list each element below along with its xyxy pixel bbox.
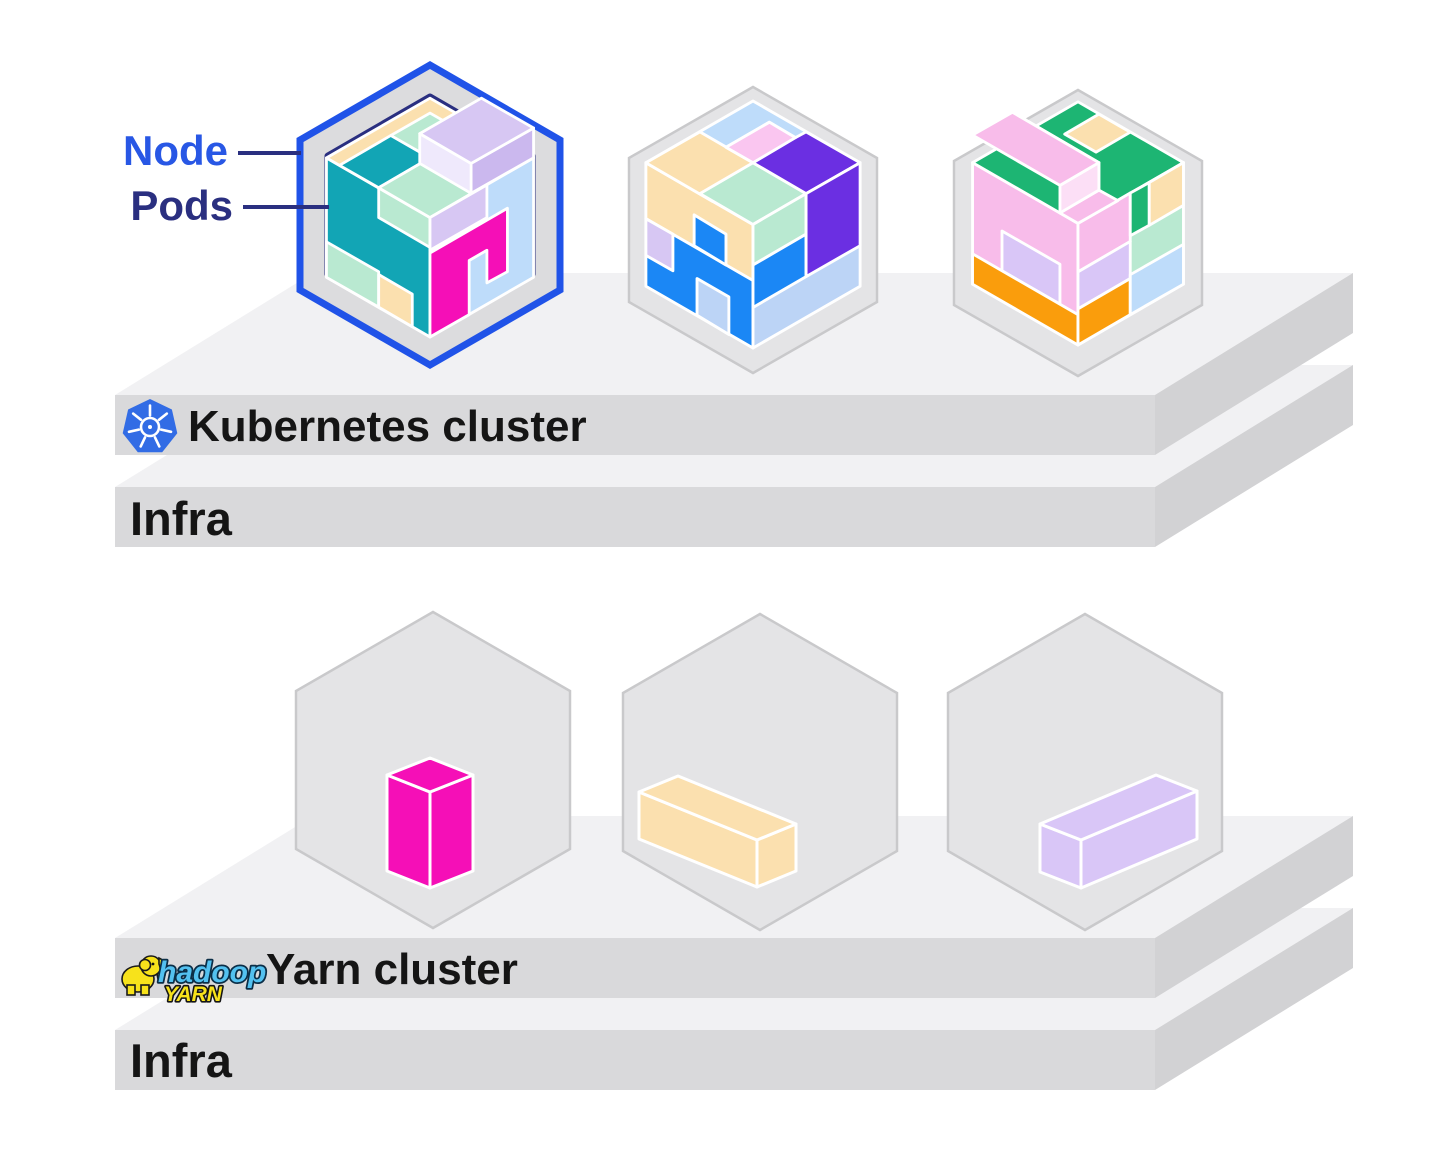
slab-right-face bbox=[1155, 273, 1353, 455]
box-face bbox=[1038, 773, 1199, 842]
hadoop-logo-text: hadoop bbox=[158, 956, 266, 989]
kubernetes-cluster-label: Kubernetes cluster bbox=[188, 402, 587, 451]
k8s-wheel bbox=[139, 416, 161, 438]
slab-right-face bbox=[1155, 816, 1353, 998]
elephant-leg bbox=[126, 984, 136, 996]
pod-piece bbox=[724, 120, 797, 165]
pod-piece bbox=[428, 206, 509, 339]
slab-front-face bbox=[115, 938, 1155, 998]
elephant-eye bbox=[151, 962, 155, 966]
yarn-logo-text: YARN bbox=[164, 983, 223, 1006]
node-label: Node bbox=[123, 127, 228, 174]
k8s-hub bbox=[148, 425, 152, 429]
pods-label: Pods bbox=[130, 182, 233, 229]
pod-piece bbox=[804, 161, 862, 279]
slab-right-face bbox=[1155, 908, 1353, 1090]
pod-piece bbox=[377, 273, 414, 329]
elephant-leg bbox=[140, 984, 150, 996]
yarn-job-box-lavender bbox=[1038, 773, 1199, 890]
yarn-job-box-peach bbox=[637, 774, 798, 889]
hadoop-elephant-icon bbox=[121, 955, 167, 996]
yarn-cluster-label: Yarn cluster bbox=[266, 945, 518, 994]
pod-piece bbox=[692, 213, 728, 267]
yarn-cluster-label-group: hadoop YARN Yarn cluster bbox=[121, 945, 518, 1008]
box-face bbox=[637, 774, 798, 842]
slab-front-face bbox=[115, 1030, 1155, 1090]
slab-right-face bbox=[1155, 365, 1353, 547]
pod-piece bbox=[1128, 181, 1151, 238]
k8s-spokes bbox=[127, 404, 173, 448]
node-pods-legend: Node Pods bbox=[123, 127, 329, 229]
yarn-infra-label: Infra bbox=[130, 1034, 233, 1087]
pod-piece bbox=[695, 277, 731, 336]
slab-front-face bbox=[115, 395, 1155, 455]
elephant-ear bbox=[138, 958, 152, 972]
pod-piece bbox=[418, 96, 535, 165]
yarn-job-box-magenta bbox=[385, 756, 475, 890]
slab-front-face bbox=[115, 487, 1155, 547]
pod-piece bbox=[1147, 161, 1185, 227]
kubernetes-logo-icon bbox=[122, 399, 178, 453]
box-face bbox=[428, 773, 475, 890]
node-ring-outer-blue bbox=[296, 60, 564, 370]
pod-piece bbox=[644, 217, 675, 273]
pod-piece bbox=[1063, 112, 1132, 154]
box-face bbox=[385, 773, 432, 890]
pod-piece bbox=[1128, 242, 1185, 317]
pods-cube-3 bbox=[971, 100, 1185, 347]
pods-cube-1 bbox=[325, 96, 535, 339]
kubernetes-cluster-label-group: Kubernetes cluster bbox=[122, 399, 587, 453]
pod-piece bbox=[971, 110, 1101, 187]
box-face bbox=[385, 756, 475, 794]
hadoop-yarn-logo: hadoop YARN bbox=[121, 954, 268, 1008]
kubernetes-infra-label: Infra bbox=[130, 492, 233, 545]
elephant-trunk bbox=[156, 956, 167, 981]
pods-cube-2 bbox=[644, 99, 862, 350]
